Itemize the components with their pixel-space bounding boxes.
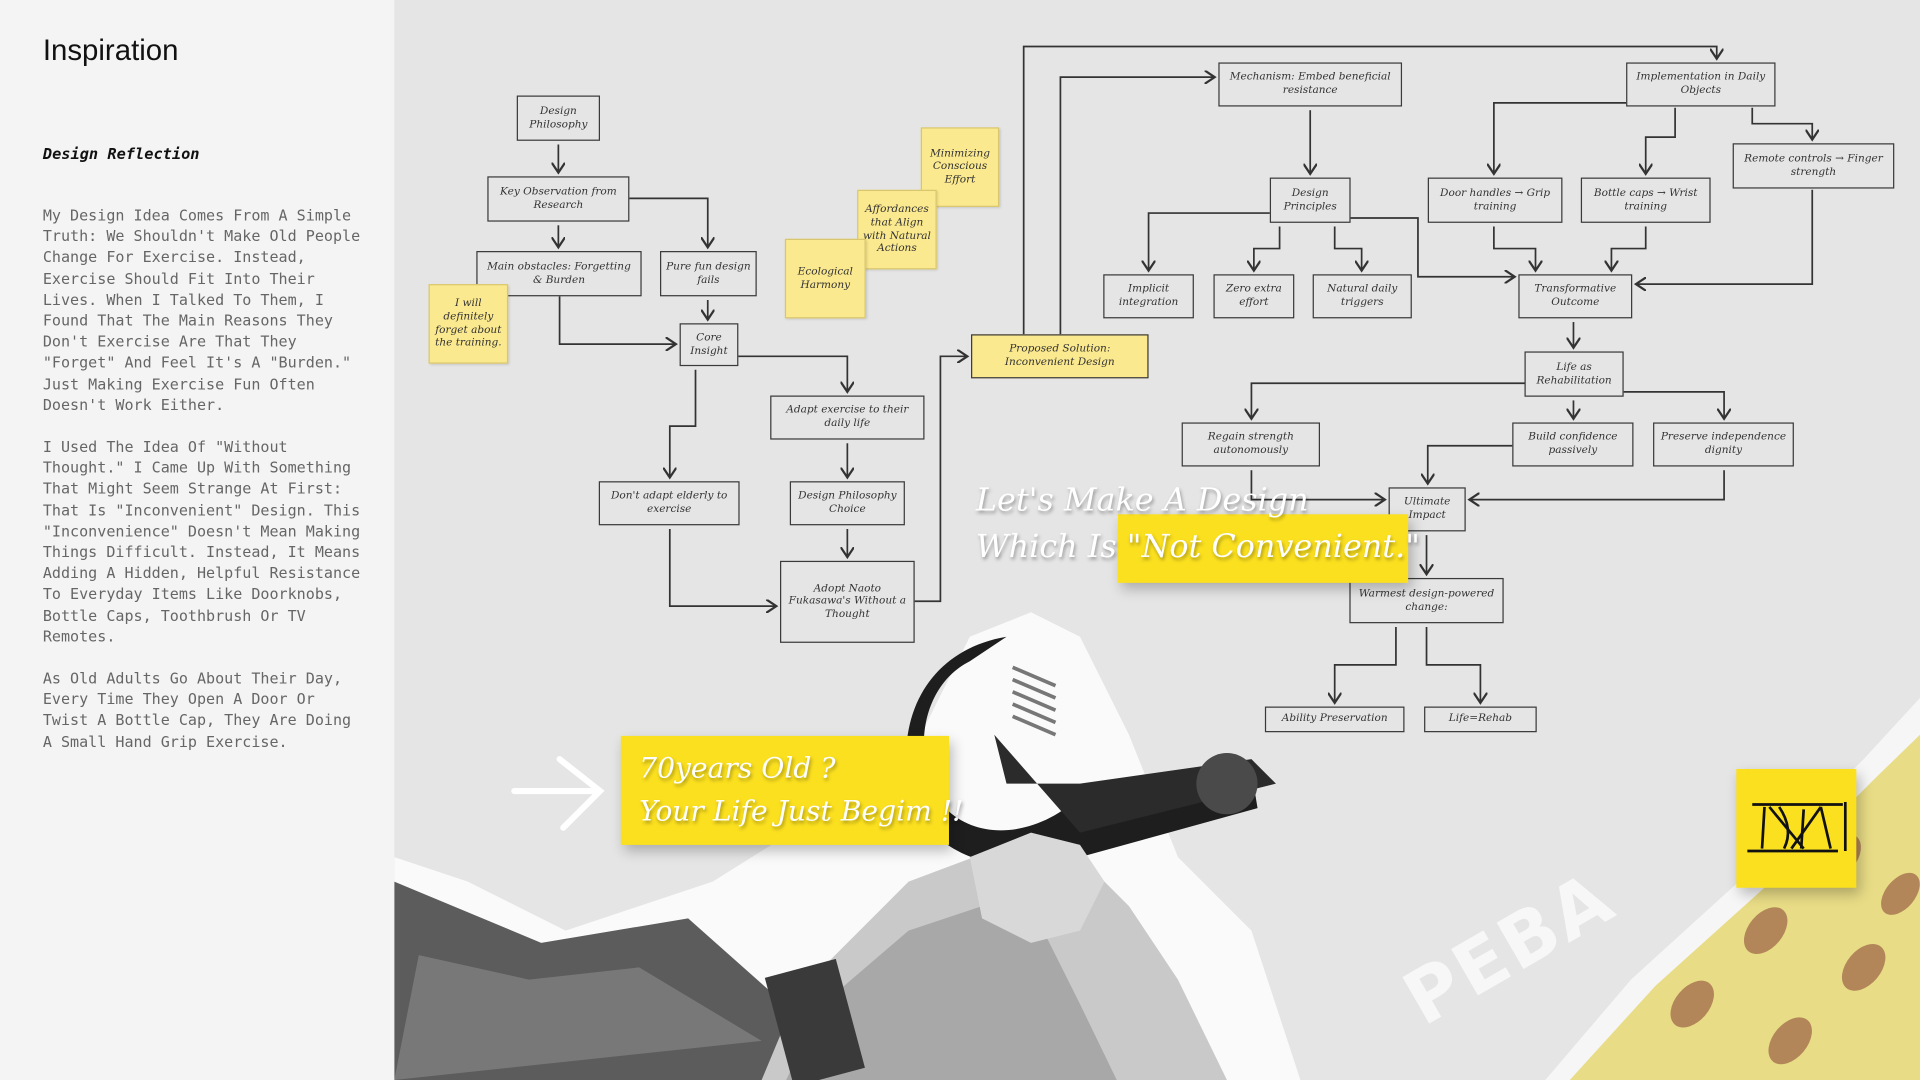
node-transformative-outcome: Transformative Outcome bbox=[1518, 274, 1633, 319]
node-implicit-integration: Implicit integration bbox=[1103, 274, 1194, 319]
node-implementation: Implementation in Daily Objects bbox=[1626, 62, 1776, 107]
hand-gripper-photo bbox=[394, 612, 1301, 1080]
node-proposed-solution: Proposed Solution: Inconvenient Design bbox=[971, 334, 1149, 379]
page-title: Inspiration bbox=[42, 34, 179, 68]
photo-collage bbox=[394, 612, 1920, 1080]
nm-monogram-logo bbox=[1747, 801, 1847, 852]
connector bbox=[1149, 212, 1270, 271]
connector bbox=[1250, 470, 1384, 499]
connector bbox=[1425, 626, 1481, 703]
connector bbox=[1611, 226, 1647, 271]
connector bbox=[1636, 189, 1814, 284]
connector bbox=[1333, 226, 1362, 271]
sticky-note-affordances: Affordances that Align with Natural Acti… bbox=[857, 189, 937, 270]
reflection-text: My Design Idea Comes From A Simple Truth… bbox=[43, 206, 361, 774]
node-life-equals-rehab: Life=Rehab bbox=[1424, 706, 1537, 733]
paragraph: I Used The Idea Of "Without Thought." I … bbox=[42, 438, 361, 646]
node-main-obstacles: Main obstacles: Forgetting & Burden bbox=[476, 251, 642, 297]
connector bbox=[1469, 470, 1725, 499]
connector bbox=[1059, 77, 1214, 335]
connector bbox=[668, 528, 777, 606]
node-door-handles: Door handles → Grip training bbox=[1427, 177, 1563, 223]
node-build-confidence: Build confidence passively bbox=[1512, 422, 1634, 467]
connector bbox=[1623, 390, 1724, 419]
paragraph: My Design Idea Comes From A Simple Truth… bbox=[42, 206, 361, 414]
slogan-line-2: Which Is "Not Convenient." bbox=[976, 524, 1420, 571]
age-banner: 70years Old ? Your Life Just Begim !! bbox=[620, 735, 963, 845]
node-warmest-change: Warmest design-powered change: bbox=[1349, 577, 1504, 624]
slogan: Let's Make A Design Which Is "Not Conven… bbox=[976, 478, 1420, 571]
connector bbox=[1022, 45, 1717, 335]
node-pure-fun: Pure fun design fails bbox=[660, 251, 757, 297]
node-adapt-exercise: Adapt exercise to their daily life bbox=[770, 395, 925, 440]
sticky-note-ecological: Ecological Harmony bbox=[784, 238, 866, 319]
inspiration-panel: Inspiration Design Reflection My Design … bbox=[0, 0, 395, 1080]
connector bbox=[738, 355, 847, 392]
node-mechanism: Mechanism: Embed beneficial resistance bbox=[1218, 62, 1403, 107]
connector bbox=[1751, 107, 1812, 140]
node-zero-effort: Zero extra effort bbox=[1213, 274, 1295, 319]
node-dont-adapt: Don't adapt elderly to exercise bbox=[598, 481, 740, 526]
node-philosophy-choice: Design Philosophy Choice bbox=[789, 481, 905, 526]
connector bbox=[629, 197, 707, 247]
connector bbox=[1350, 217, 1515, 277]
slogan-prefix: Which Is bbox=[975, 528, 1117, 566]
node-key-observation: Key Observation from Research bbox=[487, 176, 630, 222]
slogan-highlight-banner bbox=[1117, 514, 1409, 583]
connector bbox=[670, 369, 697, 478]
node-regain-strength: Regain strength autonomously bbox=[1181, 422, 1321, 467]
connector bbox=[1646, 107, 1676, 174]
connector bbox=[914, 356, 968, 603]
connector bbox=[1254, 226, 1281, 271]
sticky-note-forget: I will definitely forget about the train… bbox=[428, 284, 509, 364]
connector bbox=[1428, 444, 1513, 484]
node-bottle-caps: Bottle caps → Wrist training bbox=[1580, 177, 1711, 223]
connector bbox=[1251, 382, 1525, 419]
white-arrow-icon bbox=[511, 756, 605, 831]
node-core-insight: Core Insight bbox=[679, 323, 739, 367]
connector bbox=[558, 296, 676, 344]
connector bbox=[1335, 626, 1397, 703]
age-text: 70years Old ? Your Life Just Begim !! bbox=[639, 748, 963, 834]
flow-connectors bbox=[394, 45, 1920, 1080]
age-line-2: Your Life Just Begim !! bbox=[639, 795, 964, 828]
age-line-1: 70years Old ? bbox=[639, 753, 836, 785]
node-design-philosophy: Design Philosophy bbox=[516, 95, 601, 141]
node-adopt-naoto: Adopt Naoto Fukasawa's Without a Thought bbox=[780, 560, 915, 643]
node-natural-triggers: Natural daily triggers bbox=[1312, 274, 1412, 319]
design-canvas bbox=[394, 0, 1920, 1080]
node-ultimate-impact: Ultimate Impact bbox=[1388, 487, 1466, 532]
node-life-as-rehab: Life as Rehabilitation bbox=[1524, 351, 1624, 397]
slogan-line-1: Let's Make A Design bbox=[975, 482, 1309, 520]
paragraph: As Old Adults Go About Their Day, Every … bbox=[42, 669, 352, 751]
node-ability-preservation: Ability Preservation bbox=[1264, 706, 1405, 733]
node-remote-controls: Remote controls → Finger strength bbox=[1732, 143, 1895, 189]
node-design-principles: Design Principles bbox=[1269, 177, 1351, 223]
slogan-highlight: "Not Convenient." bbox=[1126, 528, 1420, 566]
logo-badge bbox=[1736, 768, 1857, 888]
connector bbox=[1493, 226, 1536, 271]
section-heading: Design Reflection bbox=[42, 144, 200, 163]
node-preserve-independence: Preserve independence dignity bbox=[1653, 422, 1794, 467]
connector bbox=[1494, 102, 1627, 174]
